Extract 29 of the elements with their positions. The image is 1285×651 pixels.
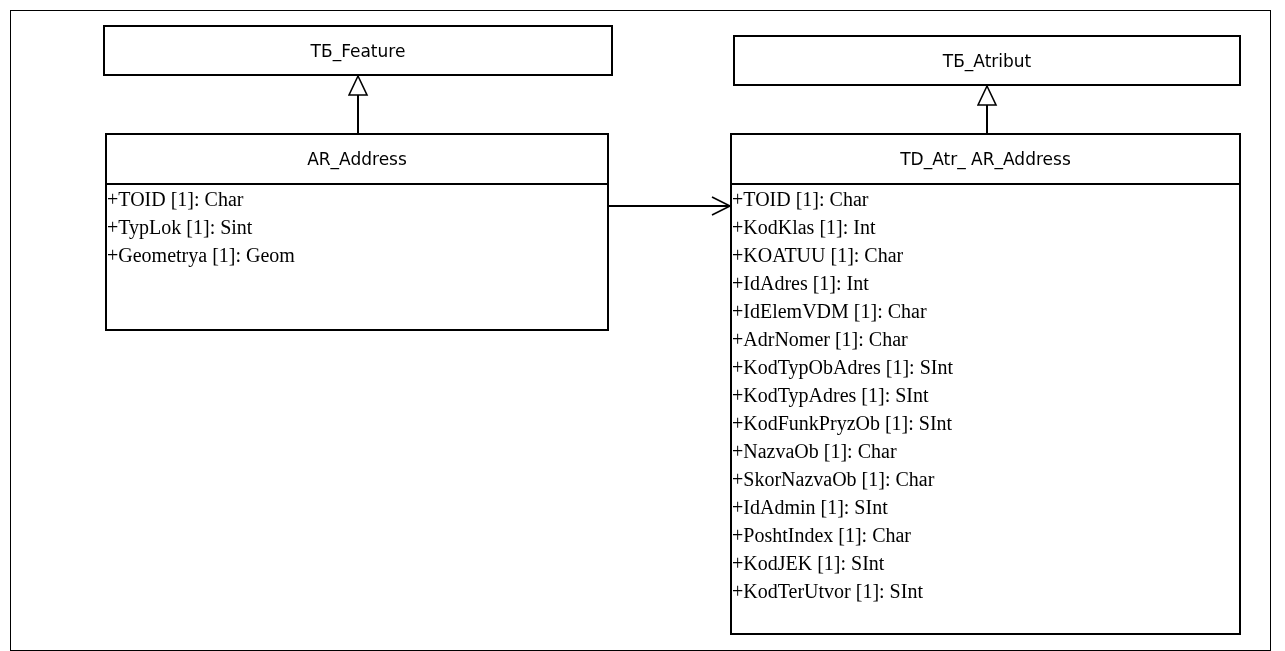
generalization-arrow — [977, 85, 997, 134]
attribute-text: +KodKlas [1]: Int — [732, 215, 876, 240]
class-box — [105, 133, 609, 331]
attribute-text: +KodTypObAdres [1]: SInt — [732, 355, 953, 381]
class-name: ТБ_Atribut — [942, 50, 1032, 71]
attribute-text: +IdAdres [1]: Int — [732, 271, 869, 296]
attribute-text: +TOID [1]: Char — [732, 187, 869, 212]
class-name-box — [733, 35, 1241, 86]
class-box — [730, 133, 1241, 635]
attribute-text: +PoshtIndex [1]: Char — [732, 523, 912, 548]
class-name: ТБ_Feature — [310, 40, 406, 61]
generalization-arrow — [348, 75, 368, 134]
attribute-text: +TypLok [1]: Sint — [107, 215, 253, 241]
association-arrow — [608, 196, 731, 216]
attribute-text: +KodTypAdres [1]: SInt — [732, 383, 929, 409]
attribute-text: +AdrNomer [1]: Char — [732, 327, 908, 352]
class-name: AR_Address — [307, 149, 407, 169]
attribute-text: +KodJEK [1]: SInt — [732, 551, 885, 576]
attribute-text: +NazvaOb [1]: Char — [732, 439, 897, 464]
attribute-text: +KodTerUtvor [1]: SInt — [732, 579, 923, 604]
attribute-text: +KOATUU [1]: Char — [732, 243, 904, 268]
attribute-text: +SkorNazvaOb [1]: Char — [732, 467, 935, 492]
attribute-text: +KodFunkPryzOb [1]: SInt — [732, 411, 953, 437]
attribute-text: +Geometrya [1]: Geom — [107, 243, 295, 269]
class-name: TD_Atr_ AR_Address — [900, 149, 1071, 169]
attribute-text: +IdAdmin [1]: SInt — [732, 495, 888, 520]
attribute-text: +TOID [1]: Char — [107, 187, 244, 212]
attribute-text: +IdElemVDM [1]: Char — [732, 299, 927, 324]
class-name-box — [103, 25, 613, 76]
